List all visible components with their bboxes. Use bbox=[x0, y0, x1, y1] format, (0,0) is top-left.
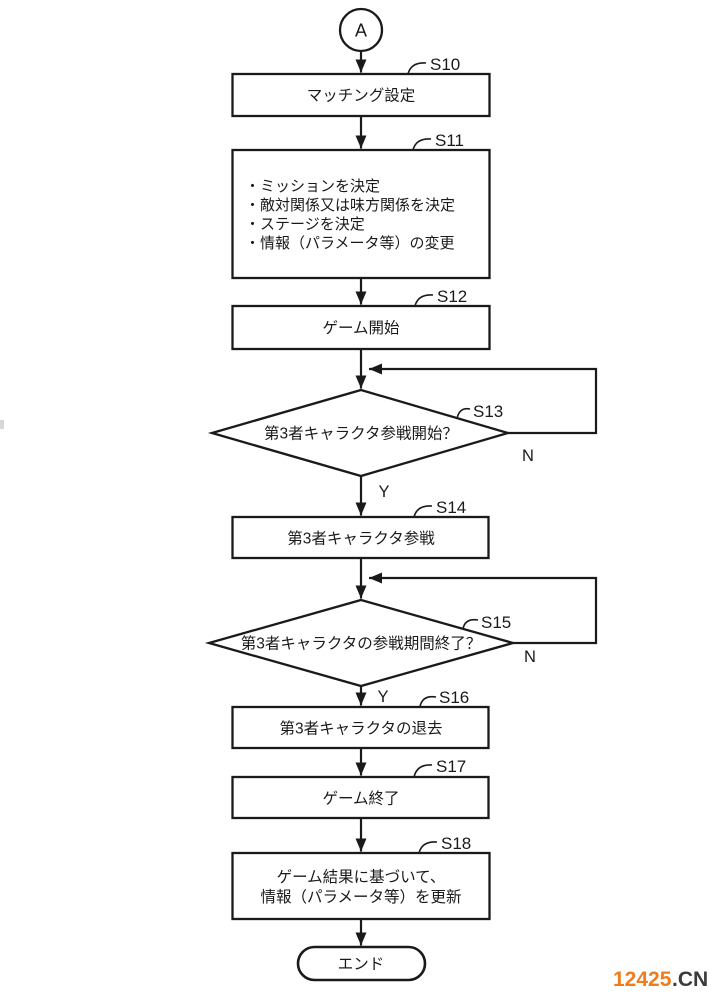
s15-branch-yes-label: Y bbox=[377, 688, 388, 706]
s16-leader-line bbox=[419, 695, 437, 708]
s14-step-id: S14 bbox=[436, 498, 466, 517]
s15-step-id: S15 bbox=[481, 613, 511, 632]
watermark-number: 12425 bbox=[613, 968, 672, 991]
end-terminal: エンド bbox=[296, 945, 427, 982]
s15-leader-line bbox=[462, 618, 479, 630]
s11-process-box bbox=[231, 148, 491, 280]
decision-s13: S13 第3者キャラクタ参戦開始？ N Y bbox=[207, 388, 534, 501]
s18-step-id: S18 bbox=[441, 834, 471, 853]
step-s14: S14 第3者キャラクタ参戦 bbox=[231, 498, 490, 560]
end-terminal-shape bbox=[296, 945, 427, 982]
s11-line-3: ・ステージを決定 bbox=[245, 216, 365, 233]
s11-line-2: ・敵対関係又は味方関係を決定 bbox=[245, 197, 455, 214]
step-s11: S11 ・ミッションを決定 ・敵対関係又は味方関係を決定 ・ステージを決定 ・情… bbox=[231, 131, 491, 280]
step-s18: S18 ゲーム結果に基づいて、 情報（パラメータ等）を更新 bbox=[231, 834, 491, 921]
watermark-tld: .CN bbox=[672, 968, 708, 991]
s11-line-1: ・ミッションを決定 bbox=[245, 178, 380, 195]
decision-s15: S15 第3者キャラクタの参戦期間終了？ N Y bbox=[204, 598, 536, 706]
s18-line-1: ゲーム結果に基づいて、 bbox=[277, 868, 446, 886]
s13-no-loop-line bbox=[369, 363, 598, 435]
s10-label: マッチング設定 bbox=[307, 87, 416, 105]
s14-process-box bbox=[231, 515, 490, 560]
s16-step-id: S16 bbox=[439, 688, 469, 707]
end-terminal-label: エンド bbox=[338, 956, 385, 973]
s13-branch-yes-label: Y bbox=[378, 483, 389, 501]
s15-label: 第3者キャラクタの参戦期間終了？ bbox=[241, 635, 482, 653]
s13-label: 第3者キャラクタ参戦開始？ bbox=[264, 425, 458, 443]
watermark: 12425 .CN bbox=[613, 968, 708, 991]
scan-artifact bbox=[0, 420, 4, 429]
s11-leader-line bbox=[412, 138, 432, 151]
s14-label: 第3者キャラクタ参戦 bbox=[287, 530, 435, 548]
s11-line-4: ・情報（パラメータ等）の変更 bbox=[245, 234, 455, 252]
s15-branch-no-label: N bbox=[524, 648, 536, 666]
s16-label: 第3者キャラクタの退去 bbox=[279, 720, 442, 738]
s10-leader-line bbox=[407, 62, 427, 75]
s10-process-box bbox=[231, 72, 491, 118]
s15-no-loop-line bbox=[369, 572, 598, 645]
s14-leader-line bbox=[413, 505, 433, 518]
s18-leader-line bbox=[418, 841, 438, 854]
step-s10: S10 マッチング設定 bbox=[231, 55, 491, 118]
s17-label: ゲーム終了 bbox=[322, 790, 399, 808]
s11-step-id: S11 bbox=[435, 131, 464, 150]
s12-leader-line bbox=[414, 294, 434, 307]
start-connector-a: A bbox=[338, 7, 384, 53]
s18-process-box bbox=[231, 851, 491, 921]
s10-step-id: S10 bbox=[430, 55, 460, 74]
s13-branch-no-label: N bbox=[522, 447, 534, 465]
connector-a-label: A bbox=[355, 21, 367, 41]
s12-step-id: S12 bbox=[437, 287, 467, 306]
s18-line-2: 情報（パラメータ等）を更新 bbox=[260, 888, 461, 906]
connector-circle bbox=[338, 7, 384, 53]
s17-leader-line bbox=[413, 764, 433, 778]
step-s12: S12 ゲーム開始 bbox=[231, 287, 491, 351]
s12-label: ゲーム開始 bbox=[322, 319, 400, 337]
s17-step-id: S17 bbox=[436, 757, 466, 776]
s13-step-id: S13 bbox=[473, 402, 503, 421]
